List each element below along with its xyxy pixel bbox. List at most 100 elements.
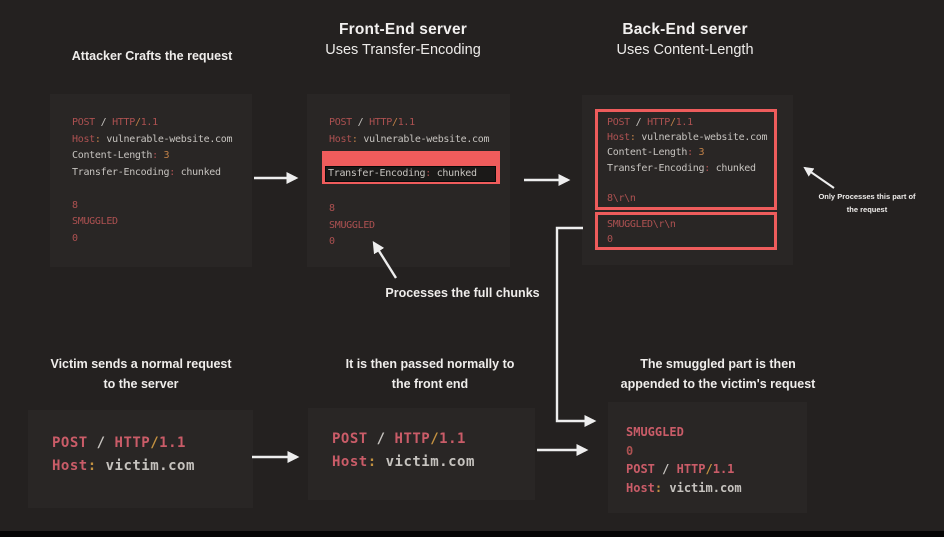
- code-line: 0: [607, 232, 774, 247]
- code-token: 3: [157, 150, 170, 161]
- code-token: :: [654, 480, 663, 495]
- code-line: Transfer-Encoding: chunked: [607, 161, 774, 176]
- code-line: 8\r\n: [607, 191, 774, 206]
- code-token: POST: [626, 462, 655, 476]
- code-line: Host: victim.com: [52, 455, 253, 478]
- bottom-black-bar: [0, 531, 944, 537]
- code-line: POST / HTTP/1.1: [332, 428, 535, 451]
- code-token: 1.1: [397, 117, 415, 128]
- code-token: 0: [329, 236, 335, 247]
- code-token: Host: [332, 454, 368, 470]
- code-line: SMUGGLED: [72, 214, 252, 231]
- code-token: Host: [52, 458, 88, 474]
- code-token: 1.1: [439, 431, 466, 447]
- code-line: POST / HTTP/1.1: [329, 115, 489, 132]
- code-token: 3: [692, 147, 705, 159]
- code-token: HTTP: [676, 462, 706, 476]
- code-token: :: [87, 458, 97, 474]
- code-token: Content-Length: [72, 150, 153, 161]
- code-line: 8: [329, 201, 375, 218]
- code-line: Host: victim.com: [626, 479, 807, 498]
- code-token: chunked: [709, 162, 756, 174]
- code-token: Host: [607, 132, 630, 144]
- code-token: vulnerable-website.com: [100, 133, 233, 145]
- only-processes-caption: Only Processes this part of the request: [808, 190, 926, 216]
- code-token: /: [134, 117, 141, 128]
- code-token: Host: [329, 133, 352, 145]
- backend-heading: Back-End server Uses Content-Length: [575, 21, 795, 58]
- code-token: vulnerable-website.com: [357, 133, 490, 145]
- code-token: HTTP: [112, 117, 135, 128]
- code-token: SMUGGLED: [329, 219, 375, 231]
- code-token: /: [94, 117, 113, 128]
- code-token: 0: [607, 234, 613, 246]
- code-token: :: [351, 133, 358, 145]
- code-token: :: [367, 454, 377, 470]
- code-token: HTTP: [394, 431, 431, 447]
- victim-step-label-line2: to the server: [103, 376, 179, 391]
- code-token: SMUGGLED: [626, 425, 684, 439]
- code-token: /: [367, 431, 395, 447]
- code-token: POST: [52, 435, 88, 451]
- only-processes-caption-line1: Only Processes this part of: [818, 192, 916, 201]
- code-line: 0: [626, 442, 807, 461]
- code-token: Transfer-Encoding: [328, 168, 426, 179]
- code-token: 1.1: [140, 117, 158, 128]
- transfer-encoding-highlight-box: Transfer-Encoding: chunked: [325, 166, 496, 182]
- code-line: Content-Length: 3: [72, 148, 252, 165]
- code-token: HTTP: [647, 117, 670, 128]
- code-token: POST: [332, 431, 368, 447]
- attacker-step-label: Attacker Crafts the request: [71, 49, 233, 63]
- frontend-heading: Front-End server Uses Transfer-Encoding: [293, 21, 513, 58]
- code-token: Host: [626, 480, 655, 495]
- code-line: POST / HTTP/1.1: [626, 460, 807, 479]
- victim-step-label-line1: Victim sends a normal request: [50, 357, 232, 371]
- victim-step-label: Victim sends a normal request to the ser…: [16, 355, 266, 394]
- code-line: [607, 176, 774, 191]
- code-token: Transfer-Encoding: [72, 166, 170, 178]
- code-line: Host: vulnerable-website.com: [329, 132, 490, 149]
- smuggled-step-label: The smuggled part is then appended to th…: [598, 355, 838, 394]
- code-line: 0: [329, 234, 375, 251]
- code-token: /: [351, 117, 370, 128]
- code-token: 1.1: [675, 117, 693, 128]
- code-token: /: [391, 117, 398, 128]
- code-token: victim.com: [96, 458, 195, 474]
- code-token: :: [152, 150, 158, 161]
- code-token: Content-Length: [607, 147, 688, 159]
- passed-step-label-line1: It is then passed normally to: [345, 357, 515, 371]
- passed-step-label: It is then passed normally to the front …: [310, 355, 550, 394]
- code-token: :: [425, 168, 431, 179]
- smuggled-step-label-line2: appended to the victim's request: [620, 376, 816, 391]
- code-token: vulnerable-website.com: [635, 132, 768, 144]
- code-token: /: [150, 435, 160, 451]
- code-token: 0: [72, 232, 78, 244]
- code-token: victim.com: [662, 480, 742, 495]
- only-processes-caption-line2: the request: [846, 205, 888, 214]
- code-token: Transfer-Encoding: [607, 162, 705, 174]
- frontend-title: Front-End server: [338, 21, 468, 38]
- code-token: /: [669, 117, 676, 128]
- passed-step-label-line2: the front end: [391, 376, 469, 391]
- code-line: Transfer-Encoding: chunked: [328, 167, 477, 181]
- code-line: 0: [72, 231, 252, 248]
- code-token: Host: [72, 133, 95, 145]
- backend-subtitle: Uses Content-Length: [616, 42, 754, 58]
- code-token: 0: [626, 443, 634, 458]
- frontend-subtitle: Uses Transfer-Encoding: [325, 42, 481, 58]
- code-token: :: [169, 166, 175, 178]
- code-line: [72, 181, 252, 198]
- code-token: 8: [72, 199, 78, 211]
- code-line: SMUGGLED: [329, 218, 375, 235]
- code-token: 8\r\n: [607, 193, 636, 205]
- code-token: POST: [329, 117, 352, 128]
- smuggled-step-label-line1: The smuggled part is then: [640, 357, 796, 371]
